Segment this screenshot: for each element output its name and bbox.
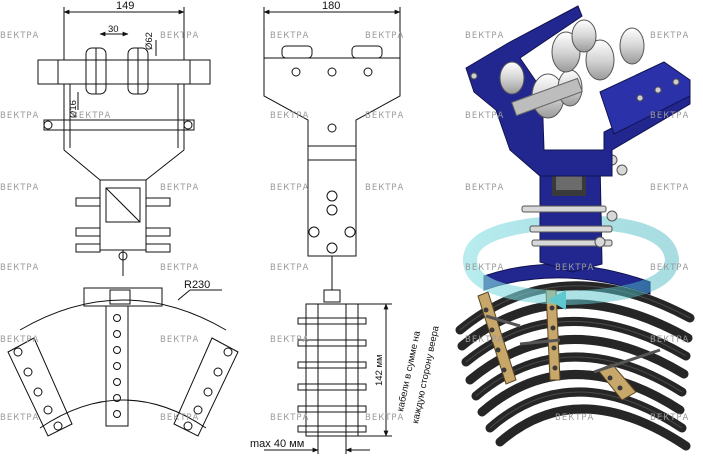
render-3d: [455, 5, 695, 451]
watermark: ВЕКТРА: [270, 111, 309, 121]
dim-142-label: 142 мм: [374, 354, 385, 386]
watermark: ВЕКТРА: [0, 413, 39, 423]
watermark: ВЕКТРА: [650, 413, 689, 423]
dim-max40-label: max 40 мм: [250, 438, 304, 450]
watermark: ВЕКТРА: [650, 31, 689, 41]
dim-149-label: 149: [116, 0, 134, 12]
watermark: ВЕКТРА: [0, 335, 39, 345]
watermark: ВЕКТРА: [160, 413, 199, 423]
watermark: ВЕКТРА: [160, 263, 199, 273]
watermark: ВЕКТРА: [270, 31, 309, 41]
dim-62-label: Ø62: [144, 32, 155, 50]
front-view-holes: [13, 314, 233, 431]
watermark: ВЕКТРА: [270, 335, 309, 345]
watermark: ВЕКТРА: [650, 111, 689, 121]
watermark: ВЕКТРА: [160, 31, 199, 41]
dim-r230-label: R230: [184, 279, 210, 291]
watermark: ВЕКТРА: [555, 263, 594, 273]
watermark: ВЕКТРА: [650, 335, 689, 345]
watermark: ВЕКТРА: [0, 183, 39, 193]
watermark: ВЕКТРА: [160, 335, 199, 345]
watermark: ВЕКТРА: [365, 31, 404, 41]
watermark: ВЕКТРА: [555, 413, 594, 423]
rotation-arrow: [462, 214, 680, 310]
dim-30-label: 30: [108, 24, 119, 35]
dim-16-label: Ø16: [68, 100, 79, 118]
watermark: ВЕКТРА: [0, 111, 39, 121]
watermark: ВЕКТРА: [365, 183, 404, 193]
watermark: ВЕКТРА: [160, 183, 199, 193]
watermark: ВЕКТРА: [650, 183, 689, 193]
watermark: ВЕКТРА: [465, 111, 504, 121]
watermark: ВЕКТРА: [365, 413, 404, 423]
watermarks: ВЕКТРА ВЕКТРА ВЕКТРА ВЕКТРА ВЕКТРА ВЕКТР…: [0, 31, 689, 423]
watermark: ВЕКТРА: [365, 111, 404, 121]
watermark: ВЕКТРА: [72, 111, 111, 121]
dim-180-label: 180: [322, 0, 340, 12]
watermark: ВЕКТРА: [465, 263, 504, 273]
watermark: ВЕКТРА: [270, 183, 309, 193]
watermark: ВЕКТРА: [270, 413, 309, 423]
side-view-drawing: [263, 7, 401, 454]
watermark: ВЕКТРА: [0, 31, 39, 41]
watermark: ВЕКТРА: [650, 263, 689, 273]
watermark: ВЕКТРА: [465, 31, 504, 41]
watermark: ВЕКТРА: [270, 263, 309, 273]
front-view-drawing: [7, 7, 239, 437]
watermark: ВЕКТРА: [465, 335, 504, 345]
watermark: ВЕКТРА: [465, 183, 504, 193]
watermark: ВЕКТРА: [0, 263, 39, 273]
